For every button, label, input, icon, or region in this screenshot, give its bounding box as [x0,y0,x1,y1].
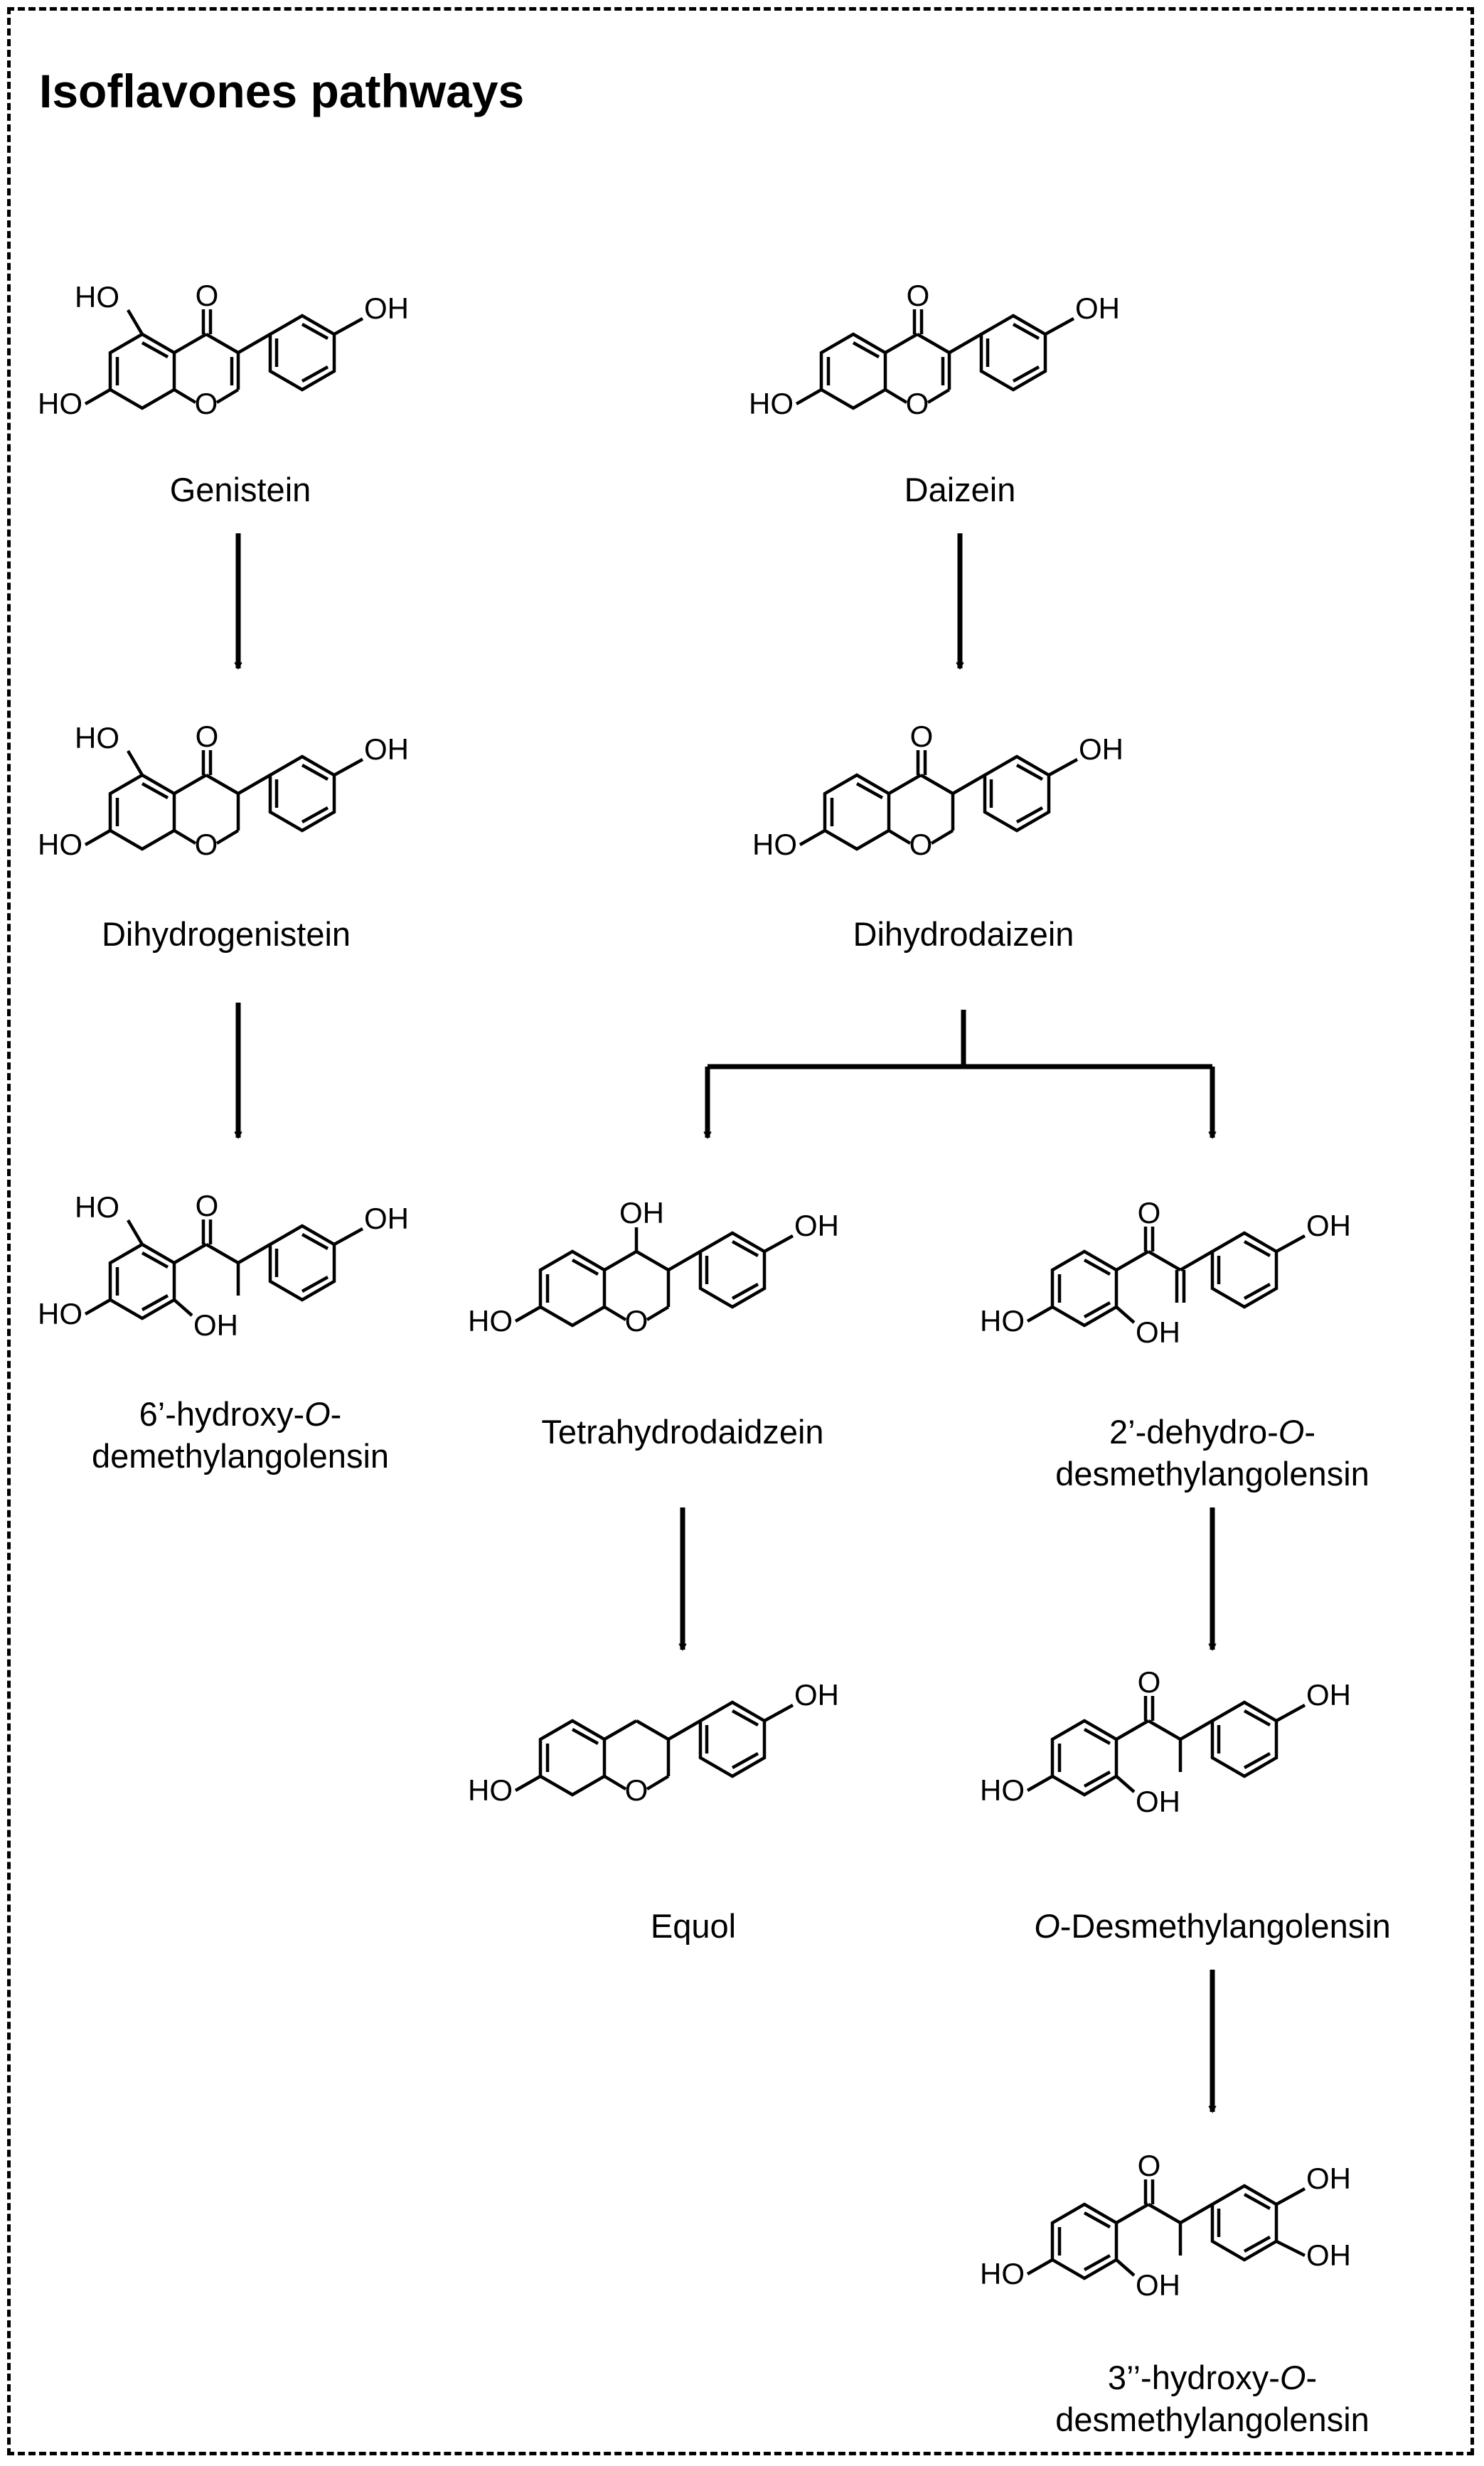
hydroxyl-label: OH [1136,1315,1180,1349]
hydroxyl-label: OH [193,1308,238,1342]
hydroxyl-label: HO [468,1304,513,1338]
tetrahydrodaidzein-structure: OH O HO OH [468,1196,839,1338]
hydroxyl-label: HO [749,387,794,420]
compound-name-odma: O-Desmethylangolensin [1034,1907,1391,1945]
compound-name-dehydro-odma-2: 2’-dehydro-O- desmethylangolensin [1055,1413,1370,1493]
hydroxyl-label: OH [1306,2238,1351,2272]
hydroxyl-label: OH [619,1196,664,1229]
hydroxyl-label: OH [1136,2268,1180,2302]
odma-structure: O HO OH OH [980,1665,1351,1818]
diagram-title: Isoflavones pathways [39,65,525,117]
hydroxyl-label: OH [364,292,409,325]
compound-name-daizein: Daizein [904,471,1016,508]
hydroxyl-label: OH [794,1678,839,1712]
ring-oxygen-label: O [625,1773,648,1807]
carbonyl-oxygen-label: O [910,720,934,753]
compound-name-hydroxy-odma-6: 6’-hydroxy-O- demethylangolensin [91,1395,390,1475]
dihydrodaizein-structure: O O HO OH [752,720,1123,861]
hydroxyl-label: HO [38,828,82,861]
carbonyl-oxygen-label: O [196,279,219,312]
hydroxyl-label: HO [980,1773,1025,1807]
hydroxyl-label: HO [980,2257,1025,2290]
diagram-frame [7,7,1474,2455]
ring-oxygen-label: O [195,828,218,861]
ring-oxygen-label: O [906,387,929,420]
dehydro-odma-2-structure: O HO OH OH [980,1196,1351,1349]
carbonyl-oxygen-label: O [196,720,219,753]
hydroxyl-label: HO [38,1297,82,1330]
compound-name-hydroxy-odma-3: 3’’-hydroxy-O- desmethylangolensin [1055,2359,1370,2438]
carbonyl-oxygen-label: O [1138,1665,1161,1699]
hydroxyl-label: OH [364,1202,409,1235]
carbonyl-oxygen-label: O [907,279,930,312]
hydroxyl-label: HO [752,828,797,861]
hydroxyl-label: OH [1079,732,1123,766]
hydroxyl-label: HO [980,1304,1025,1338]
hydroxyl-label: OH [1306,1209,1351,1242]
hydroxyl-label: OH [1306,1678,1351,1712]
hydroxyl-label: HO [38,387,82,420]
genistein-structure: HO O O HO OH [38,279,409,420]
hydroxyl-label: HO [75,721,119,754]
equol-structure: O HO OH [468,1678,839,1807]
hydroxyl-label: HO [75,1190,119,1224]
hydroxyl-label: OH [1306,2162,1351,2195]
compound-name-genistein: Genistein [169,471,311,508]
hydroxyl-label: OH [1075,292,1120,325]
ring-oxygen-label: O [195,387,218,420]
compound-name-tetrahydrodaidzein: Tetrahydrodaidzein [541,1413,824,1451]
carbonyl-oxygen-label: O [1138,1196,1161,1229]
dihydrogenistein-structure: HO O O HO OH [38,720,409,861]
compound-name-dihydrogenistein: Dihydrogenistein [101,915,351,953]
hydroxyl-label: OH [364,732,409,766]
compound-name-equol: Equol [650,1907,737,1945]
hydroxyl-label: OH [794,1209,839,1242]
compound-name-dihydrodaizein: Dihydrodaizein [853,915,1074,953]
daizein-structure: O O HO OH [749,279,1120,420]
hydroxy-odma-3-structure: O HO OH OH OH [980,2149,1351,2302]
ring-oxygen-label: O [909,828,933,861]
hydroxyl-label: HO [75,280,119,314]
hydroxy-odma-6-structure: HO O HO OH OH [38,1189,409,1342]
hydroxyl-label: OH [1136,1785,1180,1818]
ring-oxygen-label: O [625,1304,648,1338]
carbonyl-oxygen-label: O [196,1189,219,1222]
hydroxyl-label: HO [468,1773,513,1807]
carbonyl-oxygen-label: O [1138,2149,1161,2182]
